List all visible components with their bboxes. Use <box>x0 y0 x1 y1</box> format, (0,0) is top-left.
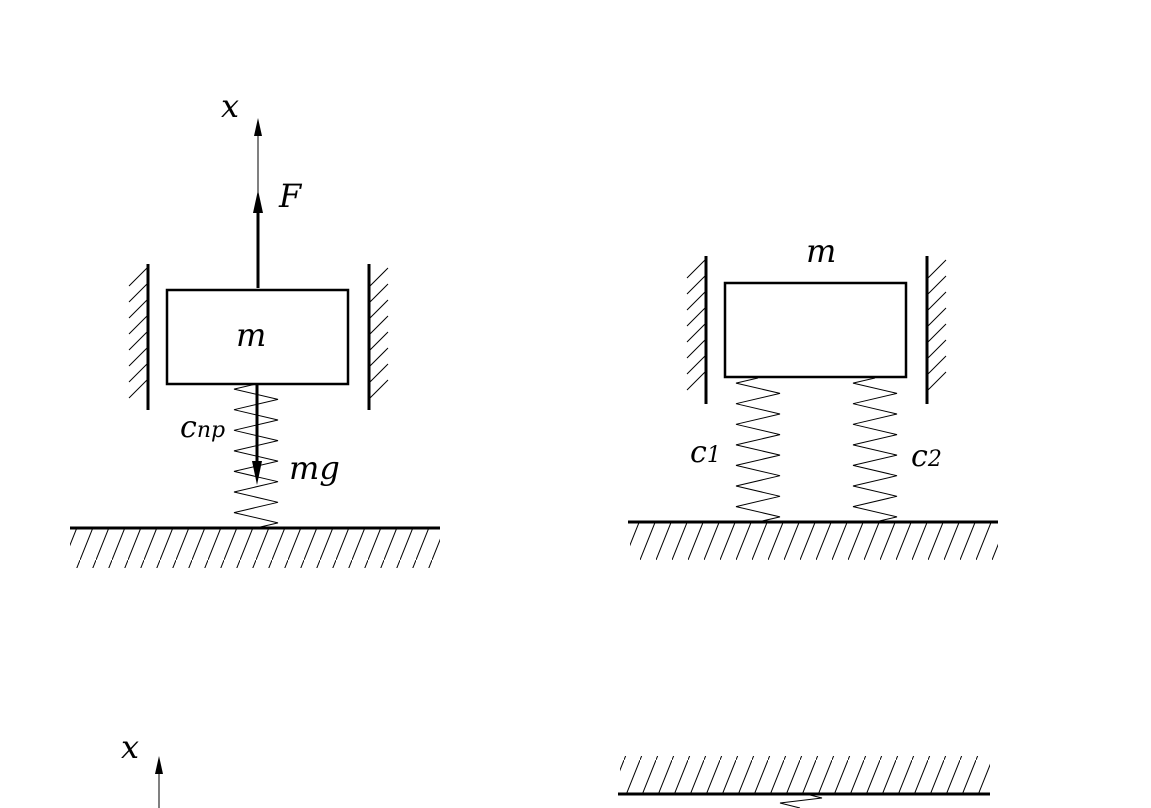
wall-hatch-line <box>369 299 389 319</box>
wall-hatch-line <box>128 331 148 351</box>
wall-hatch-line <box>128 379 148 399</box>
spring-label-1: cпр <box>180 410 225 445</box>
wall-hatch-line <box>686 355 706 375</box>
wall-hatch-line <box>128 315 148 335</box>
wall-hatch-line <box>686 371 706 391</box>
wall-hatch-line <box>927 339 947 359</box>
spring-c1 <box>735 377 781 523</box>
wall-hatch-line <box>686 291 706 311</box>
spring-label-c1: c1 <box>690 435 721 470</box>
mass-label-2: m <box>806 232 836 270</box>
wall-hatch-line <box>369 347 389 367</box>
x-axis-arrow-3 <box>155 756 163 774</box>
wall-hatch-line <box>686 323 706 343</box>
wall-hatch-line <box>927 259 947 279</box>
wall-hatch-line <box>128 283 148 303</box>
mass-block-2 <box>723 281 908 379</box>
force-arrowhead <box>253 190 263 213</box>
wall-hatch-line <box>369 283 389 303</box>
wall-hatch-line <box>686 275 706 295</box>
figure-2: m c1 c2 <box>628 232 998 560</box>
wall-hatch-line <box>128 299 148 319</box>
wall-hatch-line <box>927 371 947 391</box>
x-axis-arrow-1 <box>254 118 262 136</box>
ground-2 <box>628 520 998 560</box>
weight-arrowhead <box>252 461 262 485</box>
x-axis-label-3: x <box>121 728 139 766</box>
wall-hatch-line <box>686 339 706 359</box>
wall-hatch-line <box>686 307 706 327</box>
wall-hatch-line <box>128 267 148 287</box>
weight-label: mg <box>289 449 340 487</box>
wall-hatch-line <box>369 267 389 287</box>
wall-hatch-line <box>369 315 389 335</box>
x-axis-label-1: x <box>221 87 239 125</box>
spring-label-c2: c2 <box>911 439 942 474</box>
figure-4 <box>618 756 990 808</box>
wall-hatch-line <box>927 307 947 327</box>
wall-hatch-line <box>927 291 947 311</box>
wall-hatch-line <box>369 363 389 383</box>
wall-hatch-line <box>369 331 389 351</box>
wall-hatch-line <box>927 323 947 343</box>
ceiling-4 <box>618 756 990 796</box>
figure-3: x <box>121 728 163 808</box>
wall-hatch-line <box>927 275 947 295</box>
right-wall-1 <box>367 264 389 410</box>
left-wall-2 <box>686 256 708 404</box>
right-wall-2 <box>925 256 947 404</box>
wall-hatch-line <box>686 259 706 279</box>
spring-c2 <box>852 377 898 523</box>
force-label: F <box>278 177 303 215</box>
wall-hatch-line <box>369 379 389 399</box>
mass-label-1: m <box>236 316 266 354</box>
left-wall-1 <box>128 264 150 410</box>
ground-1 <box>70 526 440 568</box>
spring-4 <box>779 793 823 808</box>
wall-hatch-line <box>128 347 148 367</box>
figure-1: m x F mg cпр <box>70 87 440 568</box>
wall-hatch-line <box>927 355 947 375</box>
wall-hatch-line <box>128 363 148 383</box>
